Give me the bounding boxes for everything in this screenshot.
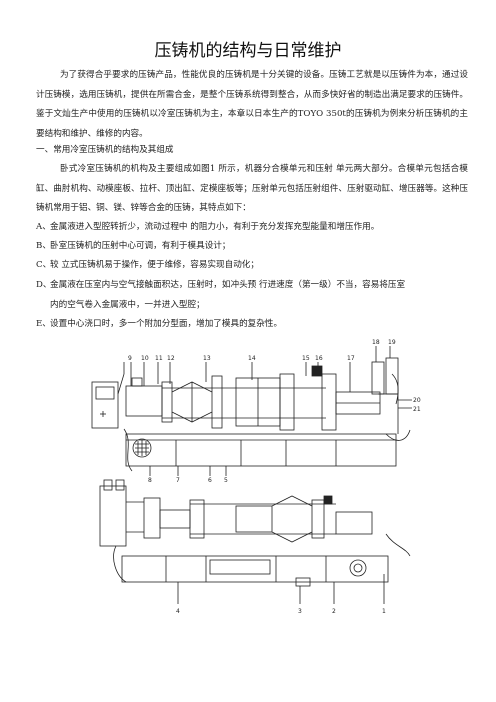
- label-2: 2: [332, 608, 336, 615]
- label-5: 5: [224, 477, 228, 484]
- motor: [349, 559, 367, 577]
- feature-text: 设置中心浇口时，多一个附加分型面，增加了模具的复杂性。: [50, 319, 283, 329]
- label-14: 14: [248, 355, 256, 362]
- machine-base: [125, 433, 397, 467]
- figure-labels: 9 10 11 12 13 14 15 16 17 18 19 20 21 8 …: [128, 339, 421, 615]
- intro-paragraph: 为了获得合乎要求的压铸产品，性能优良的压铸机是十分关键的设备。压铸工艺就是以压铸…: [36, 70, 468, 139]
- label-17: 17: [347, 355, 355, 362]
- feature-text: 金属液在压室内与空气接触面积达，压射时，如冲头预 行进速度（第一级）不当，容易将…: [50, 280, 406, 290]
- label-12: 12: [167, 355, 175, 362]
- accumulator: [371, 361, 385, 395]
- label-18: 18: [372, 339, 380, 346]
- clamp-cylinder-lower: [335, 511, 373, 535]
- label-20: 20: [413, 397, 421, 404]
- label-1: 1: [382, 608, 386, 615]
- feature-key: A、: [36, 222, 51, 232]
- feature-text: 较 立式压铸机易于操作，便于维修，容易实现自动化；: [50, 260, 259, 270]
- label-8: 8: [148, 477, 152, 484]
- accumulator: [385, 357, 399, 395]
- toggle-mechanism: [171, 381, 213, 423]
- die-casting-machine-figure: 9 10 11 12 13 14 15 16 17 18 19 20 21 8 …: [91, 339, 421, 615]
- feature-item: C、较 立式压铸机易于操作，便于维修，容易实现自动化；: [36, 256, 468, 276]
- feature-continuation: 内的空气卷入金属液中，一并进入型腔；: [50, 299, 205, 310]
- label-3: 3: [298, 608, 302, 615]
- feature-key: E、: [36, 319, 51, 329]
- feature-item: A、金属液进入型腔转折少，流动过程中 的阻力小，有利于充分发挥充型能量和增压作用…: [36, 218, 468, 238]
- label-21: 21: [413, 406, 421, 413]
- feature-item: E、设置中心浇口时，多一个附加分型面，增加了模具的复杂性。: [36, 315, 468, 335]
- accumulator-group: [99, 485, 127, 547]
- label-6: 6: [208, 477, 212, 484]
- oil-pump: [132, 438, 152, 458]
- label-9: 9: [128, 355, 132, 362]
- label-16: 16: [315, 355, 323, 362]
- label-10: 10: [141, 355, 149, 362]
- machine-base-lower: [121, 555, 389, 583]
- section-heading: 一、常用冷室压铸机的结构及其组成: [36, 145, 174, 155]
- label-19: 19: [388, 339, 396, 346]
- label-13: 13: [203, 355, 211, 362]
- control-cabinet: [91, 381, 119, 429]
- label-15: 15: [302, 355, 310, 362]
- label-11: 11: [155, 355, 163, 362]
- page-title: 压铸机的结构与日常维护: [154, 41, 342, 61]
- label-7: 7: [176, 477, 180, 484]
- feature-text: 金属液进入型腔转折少，流动过程中 的阻力小，有利于充分发挥充型能量和增压作用。: [50, 222, 380, 232]
- feature-item: B、卧室压铸机的压射中心可调，有利于模具设计；: [36, 237, 468, 257]
- section-body: 卧式冷室压铸机的机构及主要组成如图1 所示，机器分合模单元和压射 单元两大部分。…: [36, 164, 468, 213]
- feature-item: D、金属液在压室内与空气接触面积达，压射时，如冲头预 行进速度（第一级）不当，容…: [36, 276, 468, 315]
- feature-key: B、: [36, 241, 51, 251]
- fixed-platen: [279, 373, 295, 431]
- label-4: 4: [176, 608, 180, 615]
- clamp-cylinder: [125, 385, 163, 417]
- feature-text: 卧室压铸机的压射中心可调，有利于模具设计；: [50, 241, 231, 251]
- feature-key: C、: [36, 260, 52, 270]
- moving-platen: [211, 375, 223, 429]
- feature-key: D、: [36, 280, 52, 290]
